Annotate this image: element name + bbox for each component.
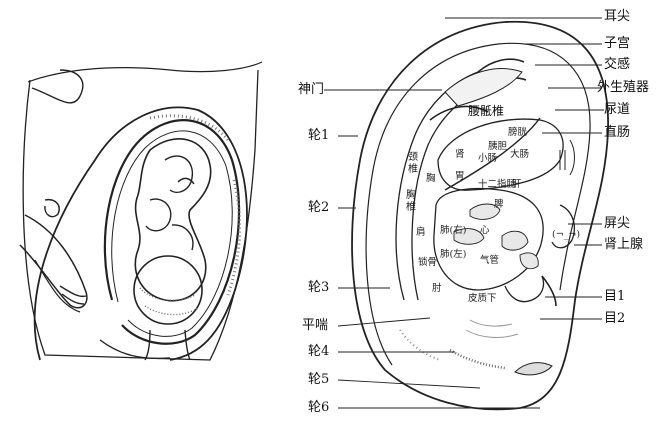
label-ear-apex: 耳尖 [604, 10, 630, 24]
inner-stomach: 胃 [455, 172, 465, 182]
inner-subcortex: 皮质下 [468, 294, 497, 304]
label-helix2: 轮2 [308, 201, 329, 215]
label-helix1: 轮1 [308, 129, 329, 143]
label-rectum: 直肠 [604, 126, 630, 140]
pregnancy-illustration [20, 62, 262, 360]
inner-shoulder: 肩 [416, 228, 426, 238]
inner-heart: 心 [480, 226, 490, 236]
inner-lung-right: 肺(右) [440, 226, 466, 236]
inner-duodenum: 十二指肠 [478, 180, 516, 190]
inner-lung-left: 肺(左) [440, 250, 466, 260]
label-helix6: 轮6 [308, 401, 329, 415]
inner-bladder: 膀胱 [508, 128, 527, 138]
label-external-genitalia: 外生殖器 [597, 81, 649, 95]
label-helix3: 轮3 [308, 281, 329, 295]
inner-small-intestine: 小肠 [478, 154, 497, 164]
inner-pancreas: 胰胆 [488, 142, 507, 152]
inner-neck-vertebra: 颈椎 [408, 152, 419, 176]
inner-clavicle: 锁骨 [418, 258, 437, 268]
inner-kidney: 肾 [455, 150, 465, 160]
ear-outline [352, 22, 608, 410]
label-urethra: 尿道 [604, 103, 630, 117]
inner-trachea: 气管 [480, 256, 499, 266]
label-eye1: 目1 [604, 290, 625, 304]
label-uterus: 子宫 [604, 37, 630, 51]
label-tragus-apex: 屏尖 [604, 217, 630, 231]
inner-large-intestine: 大肠 [510, 150, 529, 160]
inner-chest: 胸 [426, 174, 436, 184]
inner-lumbosacral-spine: 腰骶椎 [468, 104, 504, 118]
inner-liver: 肝 [512, 180, 522, 190]
label-antitragus-apex: 平喘 [302, 319, 328, 333]
leader-lines [324, 18, 604, 408]
inner-spleen: 脾 [494, 200, 504, 210]
label-eye2: 目2 [604, 312, 625, 326]
label-helix5: 轮5 [308, 373, 329, 387]
inner-thoracic-vertebra: 胸椎 [406, 190, 417, 214]
inner-elbow: 肘 [432, 284, 442, 294]
label-helix4: 轮4 [308, 345, 329, 359]
label-sympathetic: 交感 [604, 58, 630, 72]
label-adrenal: 肾上腺 [604, 238, 643, 252]
label-shenmen: 神门 [298, 83, 324, 97]
inner-eye-symbol: (¬_¬) [552, 230, 580, 240]
